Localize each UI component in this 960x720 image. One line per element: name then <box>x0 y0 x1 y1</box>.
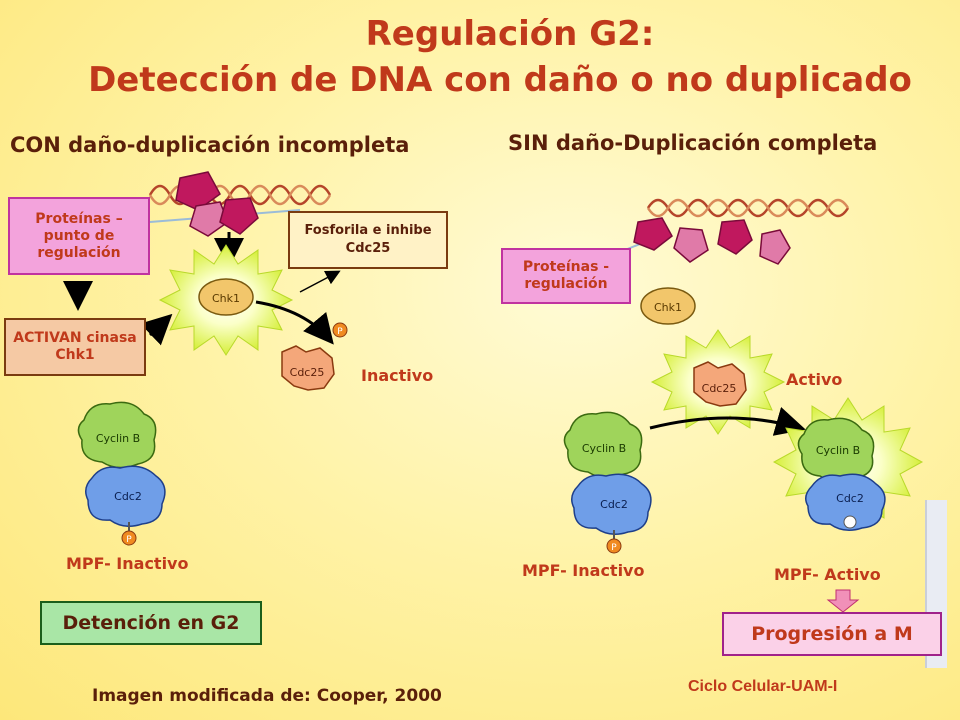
arrow-mpf-activation <box>649 406 806 436</box>
activo-label: Activo <box>786 370 843 389</box>
free-protein-4 <box>759 229 791 265</box>
cdc2-label-right-active: Cdc2 <box>836 492 864 505</box>
proteins-checkpoint-box: Proteínas – punto de regulación <box>8 197 150 275</box>
proteins-regulation-box: Proteínas - regulación <box>501 248 631 304</box>
phospho-cdc2-right <box>606 538 622 554</box>
p-label-cdc2-left: P <box>126 535 132 545</box>
cyclin-label-right-active: Cyclin B <box>816 444 860 457</box>
chk1-label-left: Chk1 <box>212 292 240 305</box>
phospho-cdc25-left <box>332 322 348 338</box>
free-protein-1 <box>633 217 673 251</box>
cdc2-right-active <box>805 473 886 531</box>
progresion-m-box: Progresión a M <box>722 612 942 656</box>
cdc2-label-right-inactive: Cdc2 <box>600 498 628 511</box>
mpf-activo-label: MPF- Activo <box>774 565 881 584</box>
activan-chk1-box: ACTIVAN cinasa Chk1 <box>4 318 146 376</box>
mpf-inactivo-label-left: MPF- Inactivo <box>66 554 189 573</box>
title-line-2: Detección de DNA con daño o no duplicado <box>88 60 912 100</box>
arrow-chk1-to-cdc25 <box>255 300 334 345</box>
chk1-molecule-right <box>640 287 696 325</box>
chk1-molecule-left <box>198 278 254 316</box>
activan-chk1-text: ACTIVAN cinasa Chk1 <box>13 330 137 363</box>
sensor-protein-3 <box>219 197 259 235</box>
phospho-cdc2-left <box>121 530 137 546</box>
arrow-to-fosforila <box>299 270 341 293</box>
chk1-label-right: Chk1 <box>654 301 682 314</box>
free-protein-3 <box>717 219 753 255</box>
dephospho-site-right <box>843 515 857 529</box>
cdc2-label-left: Cdc2 <box>114 490 142 503</box>
mpf-inactivo-label-right: MPF- Inactivo <box>522 561 645 580</box>
cdc25-label-left: Cdc25 <box>290 366 325 379</box>
arrow-to-progression <box>826 589 860 613</box>
detencion-g2-text: Detención en G2 <box>62 612 240 634</box>
cdc2-left <box>85 465 166 527</box>
detencion-g2-box: Detención en G2 <box>40 601 262 645</box>
cdc25-label-right: Cdc25 <box>702 382 737 395</box>
cdc25-molecule-left <box>281 345 335 391</box>
fosforila-box: Fosforila e inhibe Cdc25 <box>288 211 448 269</box>
proteins-regulation-text: Proteínas - regulación <box>522 259 610 292</box>
sensor-protein-2 <box>189 201 229 237</box>
free-protein-2 <box>673 227 709 263</box>
progresion-m-text: Progresión a M <box>751 623 913 645</box>
proteins-checkpoint-text: Proteínas – punto de regulación <box>35 210 123 261</box>
fosforila-text: Fosforila e inhibe Cdc25 <box>304 223 432 256</box>
title-line-1: Regulación G2: <box>365 14 655 54</box>
sensor-protein-1 <box>175 171 221 211</box>
cyclin-b-right-inactive <box>563 411 643 479</box>
dna-helix-right <box>646 198 850 218</box>
left-heading: CON daño-duplicación incompleta <box>10 133 410 157</box>
cdc25-molecule-right <box>693 361 747 407</box>
course-label: Ciclo Celular-UAM-I <box>688 678 838 695</box>
image-credit: Imagen modificada de: Cooper, 2000 <box>92 686 442 706</box>
cyclin-b-right-active <box>797 417 875 483</box>
arrow-activan-to-chk1 <box>140 313 173 346</box>
right-heading: SIN daño-Duplicación completa <box>508 131 878 155</box>
inactivo-label: Inactivo <box>361 366 434 385</box>
p-label-cdc25-left: P <box>337 327 343 337</box>
cyclin-b-left <box>77 401 157 469</box>
cyclin-label-right-inactive: Cyclin B <box>582 442 626 455</box>
cdc2-right-inactive <box>571 473 652 535</box>
cyclin-label-left: Cyclin B <box>96 432 140 445</box>
p-label-cdc2-right: P <box>611 543 617 553</box>
